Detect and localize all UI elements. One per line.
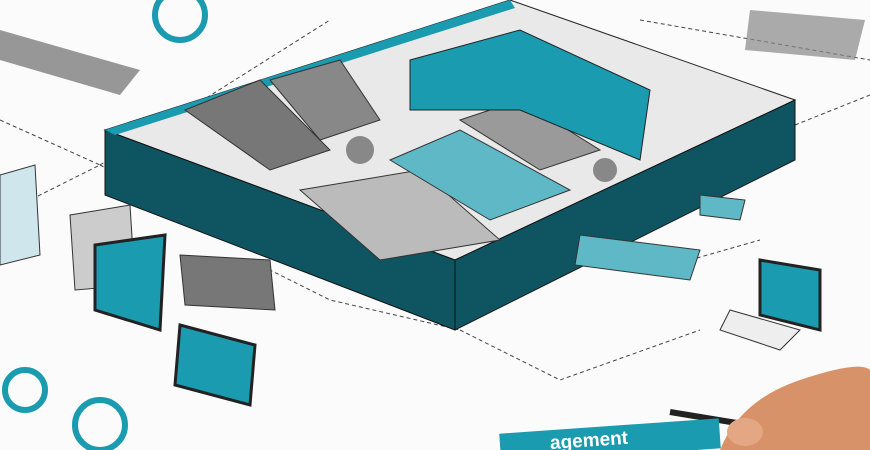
factory-wall-right <box>454 99 796 331</box>
monitors <box>93 194 822 407</box>
hand-with-pen <box>669 366 870 450</box>
gauge-icons <box>2 0 208 450</box>
machine-rows <box>183 29 651 261</box>
side-equipment <box>0 10 865 311</box>
